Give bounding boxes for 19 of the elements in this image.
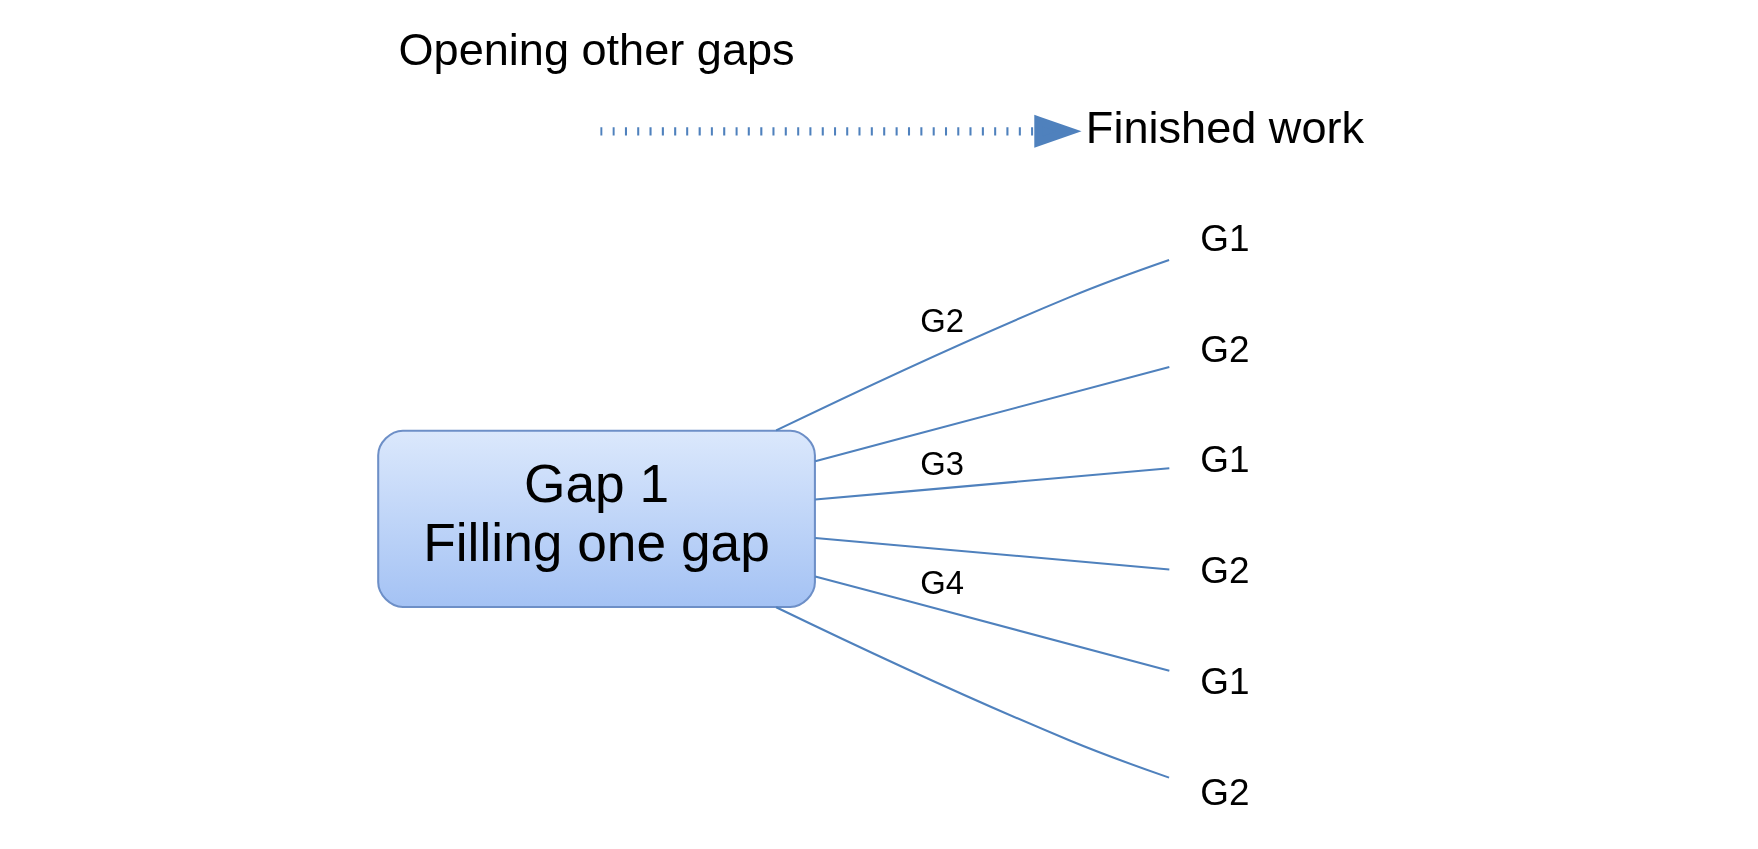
node-text: G2: [1199, 550, 1250, 592]
connector: [814, 467, 1169, 501]
node-text: G2: [1199, 328, 1250, 370]
node-text: G2: [1199, 771, 1250, 813]
edge-label: G2: [919, 301, 964, 339]
node-text: Finished work: [1085, 101, 1364, 153]
connector: [814, 537, 1169, 571]
node-box: Gap 1 Filling one gap: [376, 429, 816, 608]
connector: [814, 575, 1170, 672]
connector: [775, 606, 1169, 779]
arrow: [599, 114, 1082, 148]
node-text: G1: [1199, 660, 1250, 702]
connector: [775, 259, 1169, 432]
label: Opening other gaps: [398, 23, 795, 75]
node-text: G1: [1199, 218, 1250, 260]
edge-label: G4: [919, 564, 964, 602]
connector: [814, 366, 1170, 463]
edge-label: G3: [919, 445, 964, 483]
node-text: G1: [1199, 439, 1250, 481]
